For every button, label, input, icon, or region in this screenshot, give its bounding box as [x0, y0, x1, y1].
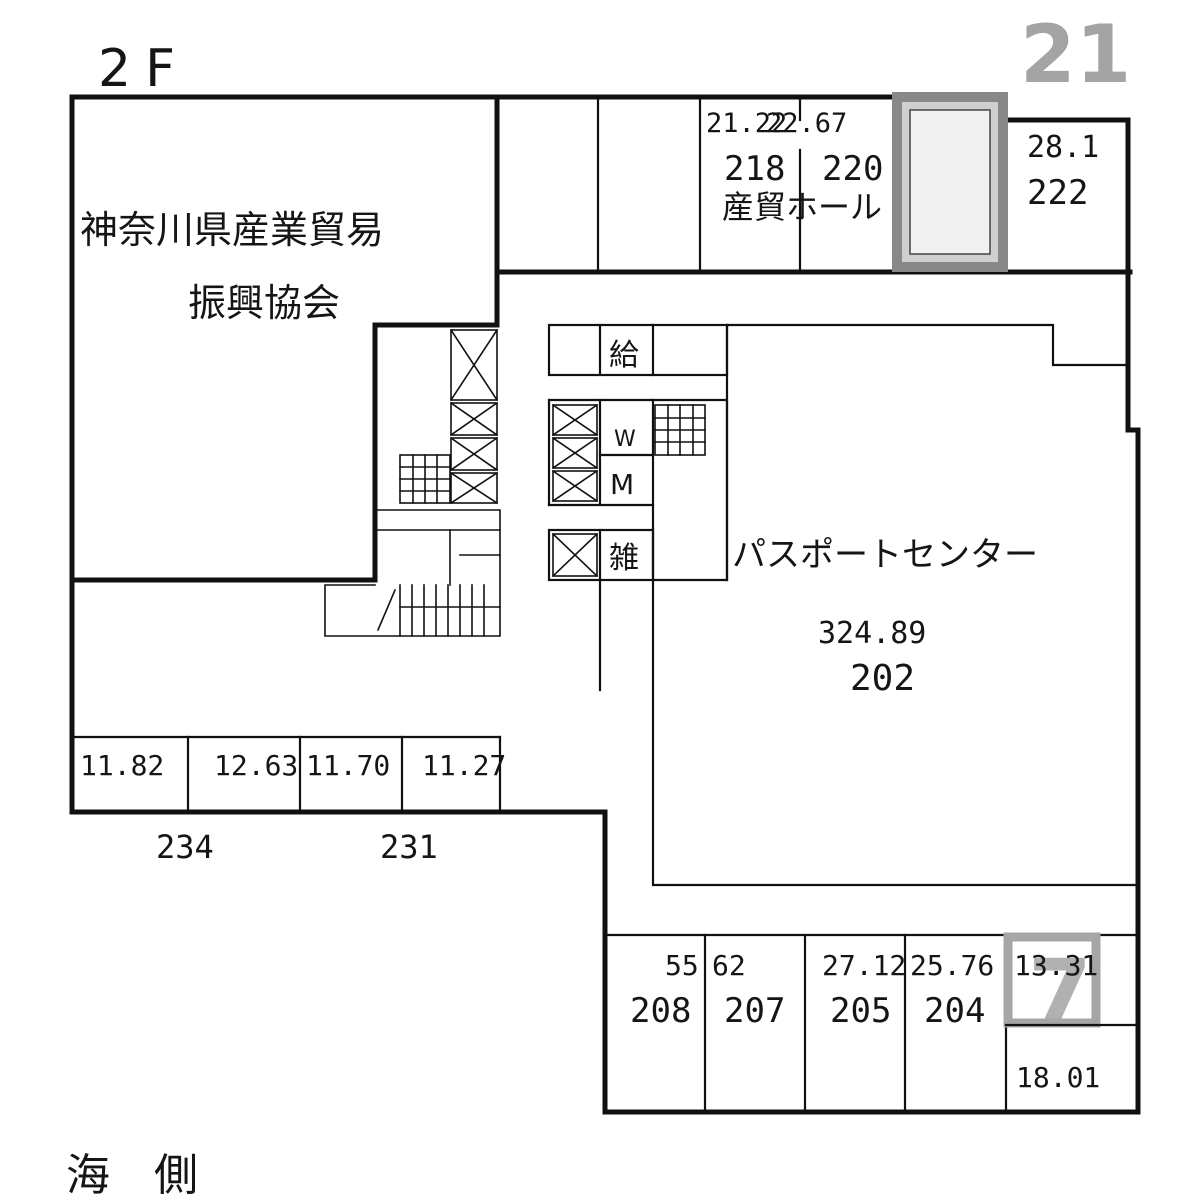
west-rooms-walls [70, 735, 502, 814]
passport-center-room: 202 [850, 658, 915, 699]
room-207-area: 62 [712, 949, 746, 982]
room-234-number: 234 [156, 828, 214, 866]
hatched-room-block [892, 92, 1008, 272]
trade-hall-name: 産貿ホール [722, 188, 882, 226]
small-room-area-bottom: 18.01 [1016, 1061, 1100, 1094]
tenant-office-name-line1: 神奈川県産業貿易 [80, 208, 384, 252]
core-storage-label: 雑 [609, 541, 639, 576]
trade-hall-room-220: 220 [822, 149, 883, 189]
room-204-area: 25.76 [910, 949, 994, 982]
passport-center-area: 324.89 [818, 616, 926, 651]
tenant-office-name-line2: 振興協会 [188, 281, 340, 325]
room-208-area: 55 [665, 949, 699, 982]
north-rooms-walls [494, 95, 1133, 275]
core-kyuto-label: 給 [609, 338, 639, 373]
core-women-label: W [614, 427, 636, 452]
room-207-number: 207 [724, 991, 785, 1031]
trade-hall-room-218: 218 [724, 149, 785, 189]
service-core-walls [547, 323, 729, 582]
small-room-area-top: 13.31 [1014, 949, 1098, 982]
room-205-area: 27.12 [822, 949, 906, 982]
corner-mark-top-right: 21 [1020, 8, 1131, 101]
room-222-area: 28.1 [1027, 130, 1099, 165]
floor-label: 2F [98, 39, 189, 99]
west-room-area-2: 12.63 [214, 749, 298, 782]
tenant-office-walls [69, 94, 500, 583]
room-222-number: 222 [1027, 173, 1088, 213]
south-rooms-walls [603, 932, 1140, 1114]
core-men-label: M [610, 468, 634, 501]
room-204-number: 204 [924, 991, 985, 1031]
trade-hall-area-218: 21.22 [706, 108, 787, 139]
corner-mark-bottom-right: 7 [1028, 940, 1092, 1047]
west-room-area-3: 11.70 [306, 749, 390, 782]
room-205-number: 205 [830, 991, 891, 1031]
sea-side-label: 海 側 [66, 1150, 198, 1198]
room-231-number: 231 [380, 828, 438, 866]
elevator-shafts [449, 328, 599, 578]
passport-center-name: パスポートセンター [732, 535, 1038, 575]
west-room-area-1: 11.82 [80, 749, 164, 782]
stairs [324, 404, 706, 637]
trade-hall-area-220: 22.67 [766, 108, 847, 139]
room-208-number: 208 [630, 991, 691, 1031]
west-room-area-4: 11.27 [422, 749, 506, 782]
